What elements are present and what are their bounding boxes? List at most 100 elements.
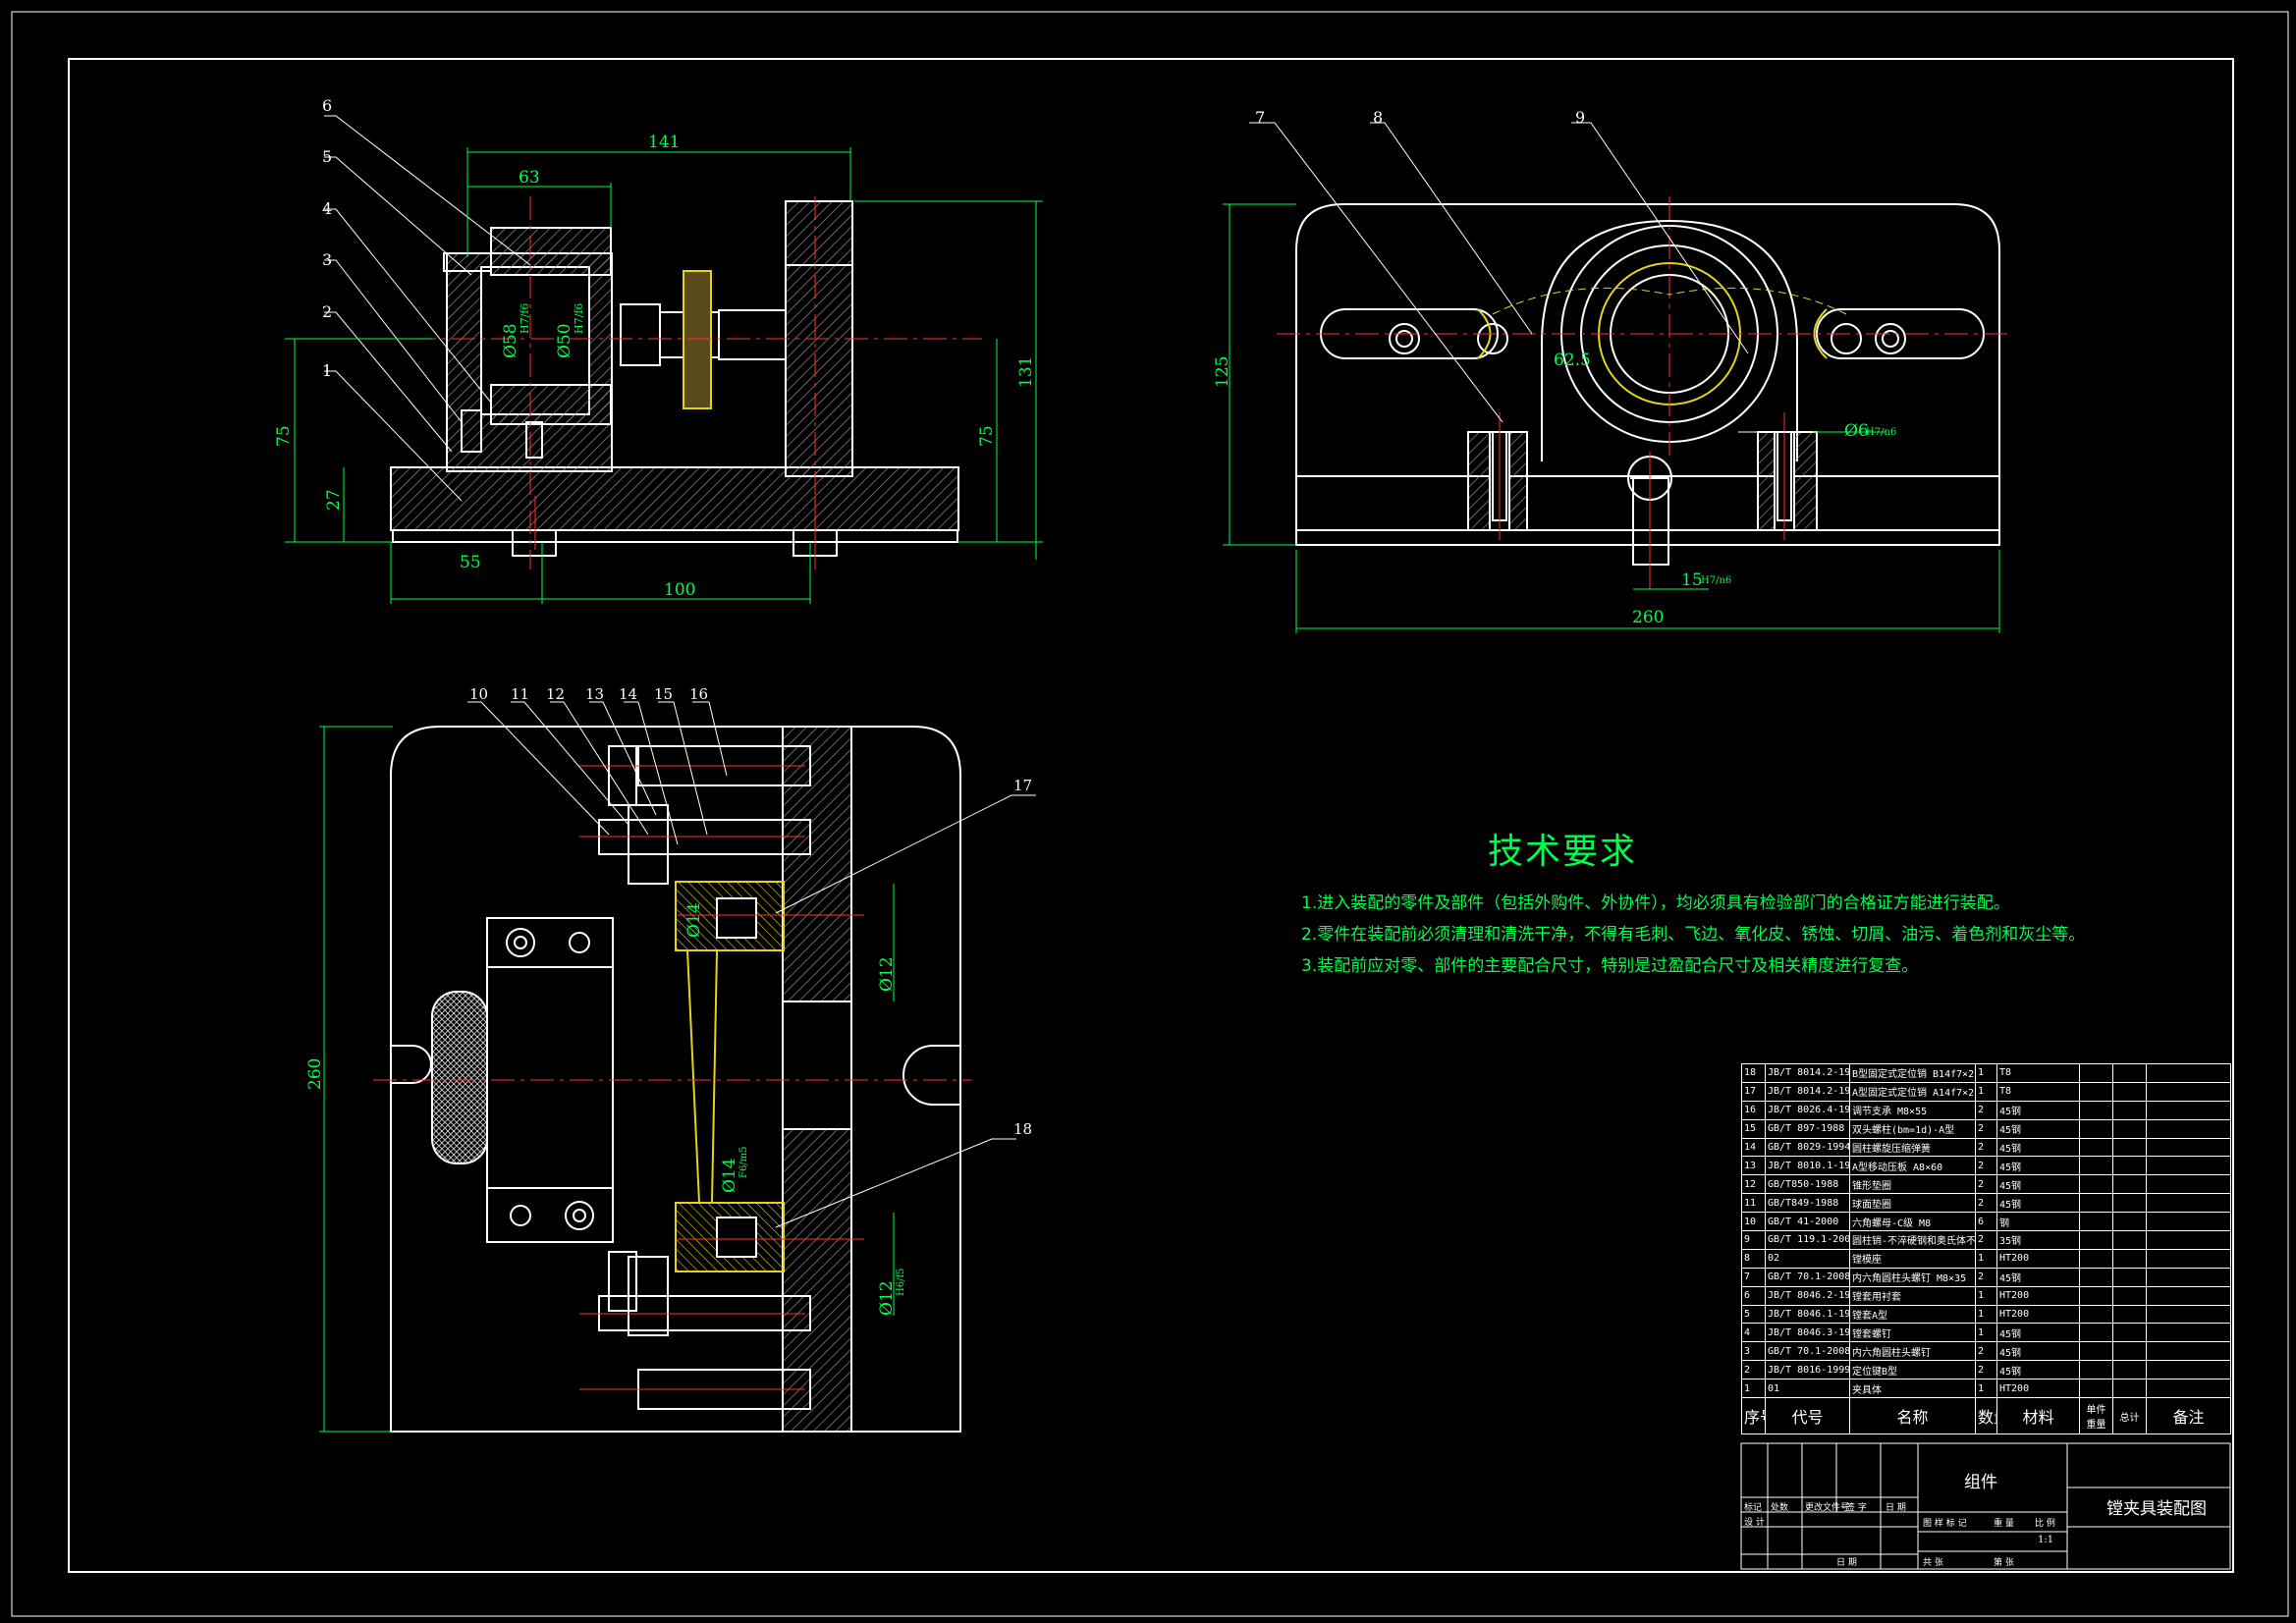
bom-cell: 9 xyxy=(1741,1230,1766,1250)
bom-cell: 45钢 xyxy=(1996,1100,2080,1120)
tb-label-pattern: 图 样 标 记 xyxy=(1923,1519,1967,1529)
bom-cell xyxy=(2112,1174,2147,1195)
bom-cell xyxy=(2146,1118,2231,1139)
tb-label-mark: 标记 xyxy=(1744,1503,1763,1513)
top-leaders xyxy=(467,701,1036,1228)
dim-phi6-fit: H7/n6 xyxy=(1866,427,1896,438)
bom-cell: 35钢 xyxy=(1996,1230,2080,1250)
title-scale: 1:1 xyxy=(2038,1535,2054,1545)
bom-cell: 45钢 xyxy=(1996,1341,2080,1362)
tb-label-weight: 重 量 xyxy=(1994,1519,2014,1529)
dim-phi50: Ø50 xyxy=(555,323,574,358)
label-6: 6 xyxy=(322,96,332,115)
dim-phi14-a: Ø14 xyxy=(684,902,704,938)
tb-label-sheet: 第 张 xyxy=(1994,1558,2014,1568)
bom-cell: JB/T 8046.1-1999 xyxy=(1765,1304,1850,1325)
bom-cell: 锥形垫圈 xyxy=(1849,1174,1976,1195)
bom-cell xyxy=(2112,1100,2147,1120)
label-13: 13 xyxy=(585,685,604,703)
bom-cell: HT200 xyxy=(1996,1304,2080,1325)
tb-label-ratio: 比 例 xyxy=(2035,1519,2055,1529)
bom-cell: 6 xyxy=(1975,1212,1997,1232)
bom-cell xyxy=(2112,1118,2147,1139)
bom-cell: 内六角圆柱头螺钉 xyxy=(1849,1341,1976,1362)
bom-cell: 1 xyxy=(1975,1248,1997,1269)
bom-cell: 1 xyxy=(1975,1081,1997,1102)
tb-label-sign: 签 字 xyxy=(1846,1503,1867,1513)
front-view xyxy=(390,196,982,569)
bom-cell xyxy=(2079,1304,2113,1325)
bom-cell: 2 xyxy=(1975,1267,1997,1287)
bom-cell xyxy=(2146,1323,2231,1343)
bom-cell: 六角螺母-C级 M8 xyxy=(1849,1212,1976,1232)
dim-62-5: 62.5 xyxy=(1554,351,1591,370)
bom-cell: 4 xyxy=(1741,1323,1766,1343)
bom-cell: 圆柱销-不淬硬钢和奥氏体不锈钢 6×18 xyxy=(1849,1230,1976,1250)
bom-header-cell: 序号 xyxy=(1741,1397,1766,1435)
dim-55: 55 xyxy=(460,553,481,572)
bom-cell xyxy=(2146,1174,2231,1195)
bom-cell xyxy=(2079,1212,2113,1232)
bom-cell xyxy=(2112,1137,2147,1158)
dim-63: 63 xyxy=(519,168,540,188)
bom-cell xyxy=(2146,1379,2231,1399)
side-labels: 7 8 9 xyxy=(1255,108,1585,127)
dim-75-left: 75 xyxy=(274,425,294,447)
label-16: 16 xyxy=(689,685,708,703)
bom-cell xyxy=(2146,1137,2231,1158)
label-17: 17 xyxy=(1013,777,1032,794)
dim-phi12-a: Ø12 xyxy=(877,956,897,992)
front-dimensions xyxy=(285,147,1043,604)
bom-cell: HT200 xyxy=(1996,1248,2080,1269)
bom-cell: 1 xyxy=(1975,1063,1997,1083)
bom-header-cell: 备注 xyxy=(2146,1397,2231,1435)
bom-cell: 镗模座 xyxy=(1849,1248,1976,1269)
bom-cell: 镗套用衬套 xyxy=(1849,1285,1976,1306)
label-9: 9 xyxy=(1575,108,1585,127)
top-view xyxy=(373,726,972,1433)
bom-cell xyxy=(2079,1081,2113,1102)
bom-cell xyxy=(2079,1360,2113,1380)
bom-cell: 定位键B型 xyxy=(1849,1360,1976,1380)
dim-15: 15 xyxy=(1681,570,1703,590)
label-10: 10 xyxy=(469,685,488,703)
side-view xyxy=(1277,196,2013,589)
dim-phi14-b: Ø14 xyxy=(720,1158,739,1193)
bom-cell xyxy=(2079,1100,2113,1120)
bom-cell: 11 xyxy=(1741,1193,1766,1214)
bom-cell xyxy=(2112,1360,2147,1380)
bom-cell: 2 xyxy=(1741,1360,1766,1380)
top-labels: 10 11 12 13 14 15 16 17 18 xyxy=(469,685,1032,1138)
label-18: 18 xyxy=(1013,1120,1032,1138)
tech-title: 技术要求 xyxy=(1488,832,1638,872)
bom-cell xyxy=(2112,1193,2147,1214)
bom-cell: 01 xyxy=(1765,1379,1850,1399)
bom-cell: 2 xyxy=(1975,1174,1997,1195)
bom-cell: 17 xyxy=(1741,1081,1766,1102)
bom-cell: GB/T 70.1-2008 xyxy=(1765,1341,1850,1362)
bom-cell: A型移动压板 A8×60 xyxy=(1849,1156,1976,1176)
bom-cell: JB/T 8010.1-1999 xyxy=(1765,1156,1850,1176)
bom-cell: T8 xyxy=(1996,1063,2080,1083)
bom-cell: JB/T 8014.2-1999 xyxy=(1765,1081,1850,1102)
bom-cell xyxy=(2112,1323,2147,1343)
bom-cell xyxy=(2146,1100,2231,1120)
bom-cell: JB/T 8046.3-1999 xyxy=(1765,1323,1850,1343)
bom-cell xyxy=(2079,1174,2113,1195)
bom-header-cell: 单件重量 xyxy=(2079,1397,2113,1435)
bom-cell: GB/T 41-2000 xyxy=(1765,1212,1850,1232)
bom-header-cell: 材料 xyxy=(1996,1397,2080,1435)
dim-75-right: 75 xyxy=(977,425,997,447)
bom-header-cell: 总计 xyxy=(2112,1397,2147,1435)
dim-phi6: Ø6 xyxy=(1844,421,1869,441)
bom-cell: 6 xyxy=(1741,1285,1766,1306)
label-1: 1 xyxy=(322,361,332,380)
front-dim-text: 141 63 55 100 75 27 131 75 Ø58 H7/f6 Ø50… xyxy=(274,133,1036,600)
bom-cell xyxy=(2112,1063,2147,1083)
bom-cell: 2 xyxy=(1975,1156,1997,1176)
bom-cell: GB/T850-1988 xyxy=(1765,1174,1850,1195)
